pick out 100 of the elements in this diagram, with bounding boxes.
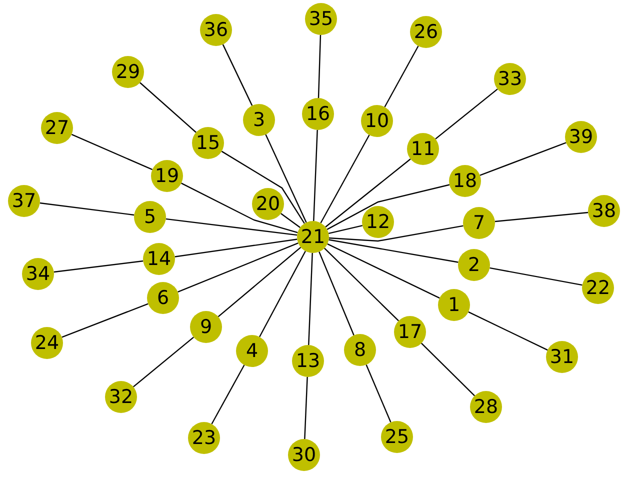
- node-circle: [41, 112, 73, 144]
- node-circle: [243, 104, 275, 136]
- node-label: 1: [448, 296, 460, 314]
- node-label: 4: [246, 342, 258, 360]
- node-circle: [134, 201, 166, 233]
- node-circle: [302, 98, 334, 130]
- connector-line: [318, 252, 354, 336]
- connector-line: [304, 376, 308, 440]
- node-label: 11: [410, 140, 436, 158]
- node-label: 3: [252, 110, 266, 130]
- node-circle: [192, 127, 224, 159]
- node-circle: [458, 249, 490, 281]
- connector-line: [328, 239, 458, 263]
- connector-line: [420, 342, 476, 396]
- connector-line: [132, 336, 194, 388]
- node-circle: [200, 14, 232, 46]
- connector-line: [259, 250, 306, 338]
- connector-line: [318, 34, 322, 98]
- connector-line: [468, 311, 548, 351]
- node-label: 38: [592, 202, 616, 220]
- node-label: 7: [472, 214, 486, 232]
- node-label: 20: [256, 194, 280, 214]
- node-circle: [588, 195, 620, 227]
- connector-line: [211, 364, 245, 424]
- node-label: 21: [300, 228, 326, 246]
- node-circle: [344, 334, 376, 366]
- connector-line: [435, 88, 498, 140]
- connector-line: [320, 134, 370, 224]
- node-circle: [361, 105, 393, 137]
- node-circle: [470, 391, 502, 423]
- node-label: 24: [34, 334, 60, 352]
- connector-line: [313, 130, 318, 222]
- connector-line: [40, 202, 134, 216]
- node-label: 19: [154, 166, 180, 186]
- connector-line: [265, 134, 307, 223]
- connector-line: [62, 303, 148, 338]
- connector-line: [308, 252, 313, 346]
- connector-line: [490, 267, 582, 286]
- node-label: 12: [366, 212, 390, 232]
- node-label: 31: [550, 348, 574, 366]
- node-circle: [147, 282, 179, 314]
- node-label: 2: [468, 256, 480, 274]
- node-label: 32: [108, 388, 134, 406]
- connector-line: [384, 46, 419, 108]
- node-circle: [565, 121, 597, 153]
- node-label: 23: [192, 428, 216, 448]
- connector-line: [181, 182, 298, 234]
- node-label: 6: [156, 288, 170, 308]
- connector-line: [324, 248, 399, 322]
- connector-line: [280, 212, 300, 228]
- node-circle: [105, 381, 137, 413]
- connector-line: [328, 225, 464, 242]
- node-circle: [582, 272, 614, 304]
- node-circle: [394, 316, 426, 348]
- node-circle: [407, 133, 439, 165]
- node-circle: [292, 345, 324, 377]
- node-circle: [297, 221, 329, 253]
- connector-line: [178, 242, 298, 293]
- node-label: 14: [146, 250, 172, 268]
- connector-line: [222, 44, 253, 106]
- connector-line: [325, 158, 411, 228]
- node-label: 37: [12, 192, 36, 210]
- connector-line: [480, 142, 566, 176]
- node-circle: [252, 188, 284, 220]
- node-circle: [494, 63, 526, 95]
- node-label: 18: [452, 172, 478, 190]
- node-label: 22: [586, 278, 610, 298]
- connector-line: [494, 212, 588, 222]
- node-label: 26: [414, 22, 438, 42]
- connector-line: [327, 243, 440, 299]
- node-label: 30: [292, 446, 316, 464]
- node-circle: [381, 421, 413, 453]
- node-label: 15: [196, 134, 220, 152]
- connector-line: [140, 82, 196, 133]
- connector-line: [166, 218, 298, 236]
- connector-line: [54, 260, 144, 273]
- node-circle: [151, 160, 183, 192]
- node-circle: [143, 243, 175, 275]
- node-label: 27: [44, 118, 70, 138]
- connector-line: [71, 134, 153, 170]
- node-circle: [463, 207, 495, 239]
- connector-line: [366, 364, 392, 423]
- node-label: 9: [200, 318, 212, 336]
- connector-line: [174, 238, 298, 258]
- node-circle: [438, 289, 470, 321]
- node-label: 13: [296, 352, 320, 370]
- connector-line: [326, 184, 450, 230]
- node-label: 8: [354, 340, 366, 360]
- node-label: 17: [398, 322, 422, 342]
- node-label: 34: [26, 264, 50, 284]
- node-circle: [188, 422, 220, 454]
- node-circle: [190, 311, 222, 343]
- node-circle: [546, 341, 578, 373]
- node-circle: [288, 439, 320, 471]
- node-label: 39: [568, 128, 594, 146]
- node-label: 35: [308, 10, 334, 28]
- node-circle: [362, 206, 394, 238]
- node-circle: [31, 327, 63, 359]
- node-label: 28: [474, 398, 498, 416]
- node-circle: [22, 258, 54, 290]
